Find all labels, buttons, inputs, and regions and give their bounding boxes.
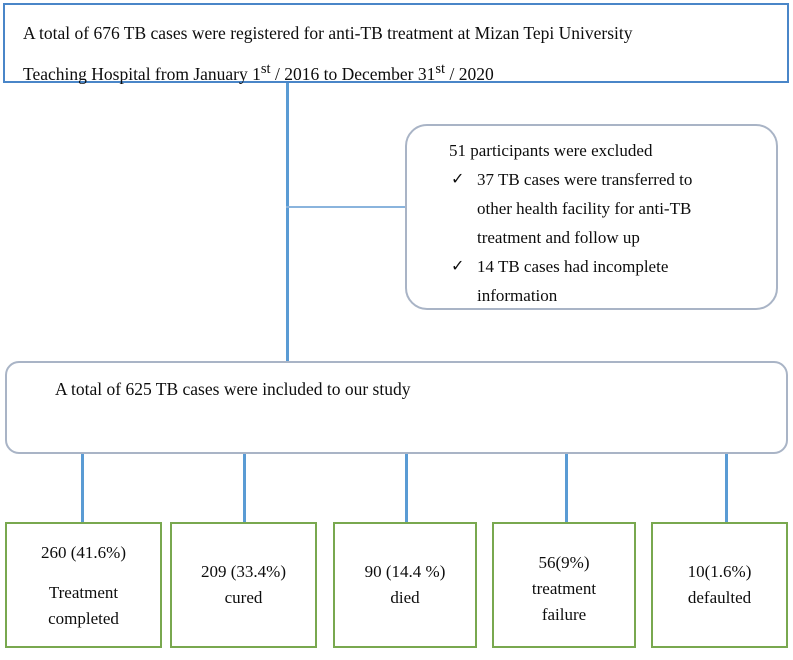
outcome-text-1: 260 (41.6%) Treatment completed [11,540,156,632]
registered-cases-line1: A total of 676 TB cases were registered … [23,23,633,43]
outcome-count-2: 209 (33.4%) [201,562,286,581]
outcome-label-2-line-1: cured [224,588,263,607]
connector-outcome-5 [725,454,728,522]
registered-cases-line2: Teaching Hospital from January 1st / 201… [23,51,771,92]
ordinal-suffix-start: st [260,61,271,77]
outcome-label-4-line-2: failure [541,605,587,624]
outcome-text-4: 56(9%) treatment failure [498,550,630,628]
outcome-text-3: 90 (14.4 %) died [339,559,471,611]
registered-cases-text: A total of 676 TB cases were registered … [23,15,771,92]
excluded-item-2-line-1: 14 TB cases had incomplete [477,257,669,276]
outcome-count-3: 90 (14.4 %) [364,562,446,581]
registered-dates-suffix: / 2020 [445,63,494,84]
included-cases-text: A total of 625 TB cases were included to… [55,379,411,399]
connector-outcome-2 [243,454,246,522]
excluded-participants-box: 51 participants were excluded ✓ 37 TB ca… [405,124,778,310]
outcome-count-4: 56(9%) [538,553,590,572]
registered-dates-prefix: Teaching Hospital from January 1 [23,63,261,84]
excluded-item-1-line-2: other health facility for anti-TB [477,199,692,218]
outcome-count-1: 260 (41.6%) [41,543,126,562]
registered-cases-box: A total of 676 TB cases were registered … [3,3,789,84]
connector-outcome-1 [81,454,84,522]
included-cases-box: A total of 625 TB cases were included to… [5,361,788,454]
connector-to-excluded-box [286,206,406,208]
excluded-item-1-line-1: 37 TB cases were transferred to [477,170,693,189]
excluded-heading: 51 participants were excluded [449,141,653,160]
outcome-box-cured: 209 (33.4%) cured [170,522,317,648]
spacer [11,566,156,580]
outcome-label-5-line-1: defaulted [687,588,752,607]
excluded-item-2-line-2: information [477,286,558,305]
connector-trunk-vertical [286,82,289,362]
excluded-item-1-line-3: treatment and follow up [477,228,640,247]
outcome-label-1-line-2: completed [48,609,119,628]
excluded-item-2: ✓ 14 TB cases had incomplete information [449,252,756,310]
outcome-box-defaulted: 10(1.6%) defaulted [651,522,788,648]
check-icon: ✓ [451,258,465,275]
connector-outcome-3 [405,454,408,522]
connector-outcome-4 [565,454,568,522]
excluded-text-block: 51 participants were excluded ✓ 37 TB ca… [449,136,756,310]
outcome-count-5: 10(1.6%) [687,562,752,581]
outcome-box-treatment-failure: 56(9%) treatment failure [492,522,636,648]
registered-dates-mid: / 2016 to December 31 [270,63,436,84]
outcome-text-5: 10(1.6%) defaulted [657,559,782,611]
outcome-label-3-line-1: died [390,588,420,607]
outcome-box-treatment-completed: 260 (41.6%) Treatment completed [5,522,162,648]
outcome-label-4-line-1: treatment [531,579,597,598]
check-icon: ✓ [451,171,465,188]
ordinal-suffix-end: st [435,61,446,77]
outcome-text-2: 209 (33.4%) cured [176,559,311,611]
excluded-item-1: ✓ 37 TB cases were transferred to other … [449,165,756,252]
outcome-box-died: 90 (14.4 %) died [333,522,477,648]
outcome-label-1-line-1: Treatment [48,583,119,602]
